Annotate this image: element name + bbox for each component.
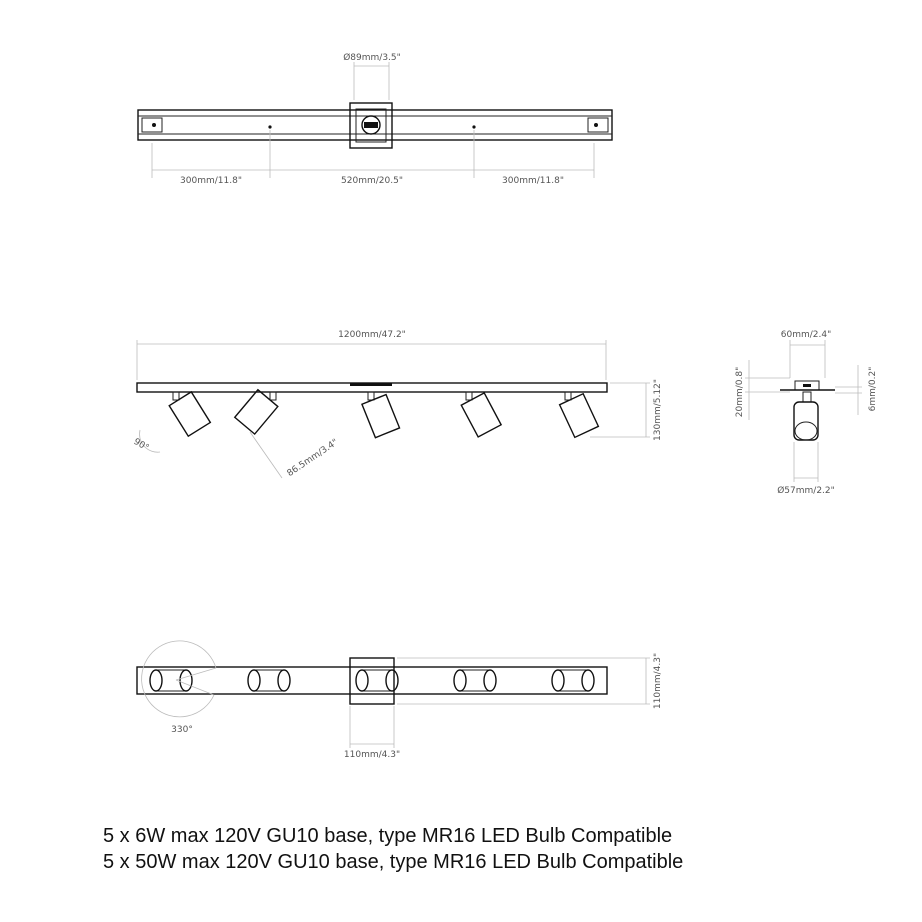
bottom-spot-3 [355, 669, 399, 692]
bottom-view: 330° 110mm/4.3" 110mm/4.3" [136, 640, 663, 760]
side-view-spot [793, 401, 819, 441]
dim-side-right-height: 6mm/0.2" [868, 367, 878, 412]
dim-top-center-diameter: Ø89mm/3.5" [343, 52, 401, 63]
dim-front-spot-length: 86.5mm/3.4" [286, 438, 341, 479]
front-view: 1200mm/47.2" [132, 330, 663, 479]
note-line-2: 5 x 50W max 120V GU10 base, type MR16 LE… [103, 851, 684, 873]
bottom-spot-2 [247, 669, 291, 692]
top-view-rail [137, 109, 613, 141]
dim-side-left-height: 20mm/0.8" [735, 367, 745, 417]
dim-side-width: 60mm/2.4" [781, 330, 831, 340]
front-view-spots [168, 388, 600, 439]
front-spot-2 [233, 388, 279, 436]
dim-top-right: 300mm/11.8" [502, 176, 564, 186]
dim-top-left: 300mm/11.8" [180, 176, 242, 186]
bottom-spot-1 [149, 669, 193, 692]
dim-side-spot-diameter: Ø57mm/2.2" [777, 485, 835, 496]
front-spot-5 [558, 391, 600, 439]
bottom-view-rail [136, 666, 608, 695]
dim-front-height: 130mm/5.12" [653, 379, 663, 441]
top-view-canopy [349, 102, 393, 149]
front-spot-3 [361, 391, 401, 439]
dim-front-length: 1200mm/47.2" [338, 330, 406, 340]
bottom-view-canopy [349, 657, 395, 705]
side-view: 60mm/2.4" 20mm/0.8" 6mm/0.2" Ø57mm/2.2" [735, 330, 878, 496]
dim-front-tilt-angle: 90° [132, 437, 151, 454]
note-line-1: 5 x 6W max 120V GU10 base, type MR16 LED… [103, 825, 673, 847]
front-spot-1 [168, 390, 212, 438]
bottom-spot-4 [453, 669, 497, 692]
bottom-spot-5 [551, 669, 595, 692]
front-spot-4 [460, 391, 503, 438]
dim-bottom-base-width: 110mm/4.3" [344, 750, 400, 760]
compatibility-notes: 5 x 6W max 120V GU10 base, type MR16 LED… [103, 823, 683, 875]
dim-bottom-base-height: 110mm/4.3" [653, 653, 663, 709]
bottom-view-spots [149, 669, 595, 692]
top-view: Ø89mm/3.5" 300mm/11.8" 520mm/20.5" 300mm… [137, 52, 613, 186]
dim-bottom-rotation-angle: 330° [171, 725, 193, 735]
dim-top-middle: 520mm/20.5" [341, 176, 403, 186]
